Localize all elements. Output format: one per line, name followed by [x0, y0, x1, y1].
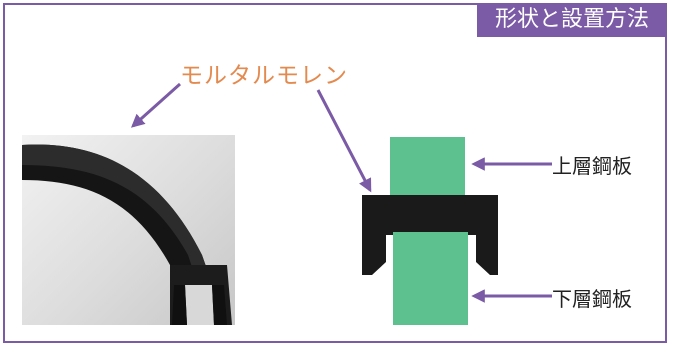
lower-steel-plate — [393, 232, 468, 325]
lower-plate-label: 下層鋼板 — [552, 287, 632, 311]
product-photo — [22, 135, 235, 325]
product-label: モルタルモレン — [180, 63, 348, 89]
arrow-to-gasket — [316, 89, 372, 193]
rubber-strip-image — [22, 144, 232, 325]
upper-plate-label: 上層鋼板 — [552, 154, 632, 178]
title-badge: 形状と設置方法 — [477, 3, 667, 37]
arrow-to-photo — [130, 82, 181, 128]
upper-steel-plate — [390, 137, 465, 197]
